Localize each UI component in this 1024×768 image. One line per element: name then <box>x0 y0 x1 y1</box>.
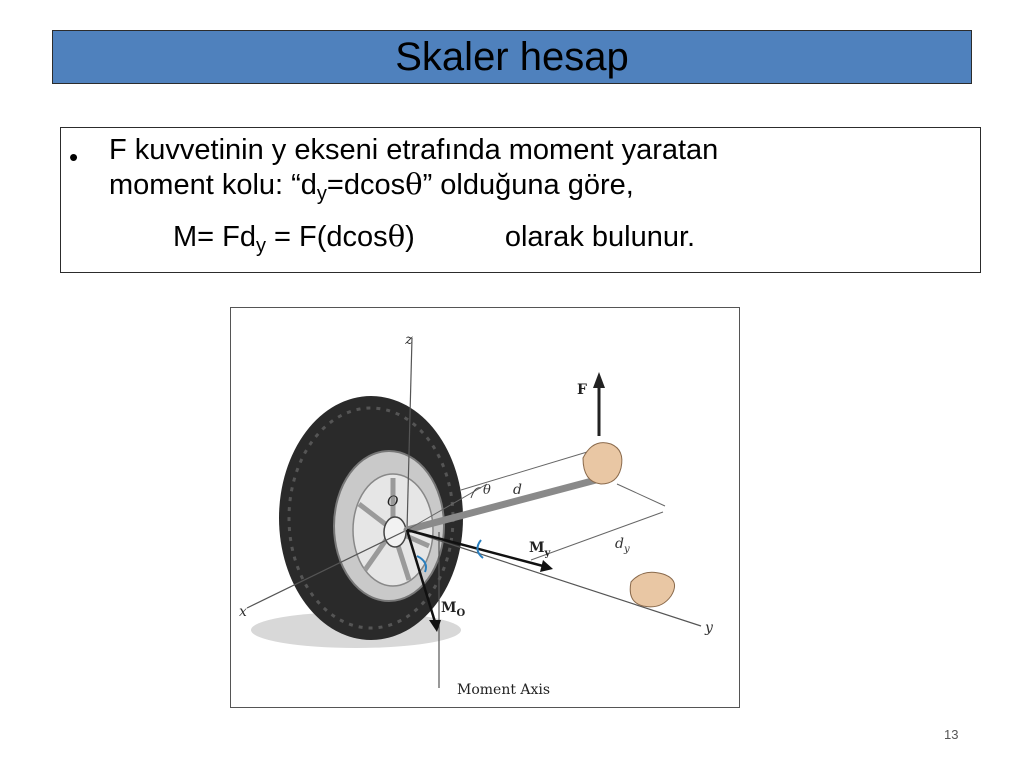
bullet-icon: • <box>69 142 79 172</box>
page-number: 13 <box>944 727 959 742</box>
theta-symbol: θ <box>405 167 423 201</box>
equation-text-b: = F(dcos <box>266 221 388 253</box>
wheel-moment-figure: z x y θ d dy F O My <box>230 307 740 708</box>
d-dimension-line <box>460 445 608 491</box>
bullet-text-1: F kuvvetinin y ekseni etrafında moment y… <box>109 134 719 166</box>
dy-dimension-line <box>530 511 664 561</box>
y-axis-label: y <box>704 620 714 636</box>
bullet-text-2a: moment kolu: “d <box>109 169 317 201</box>
My-rotation-icon <box>476 539 484 559</box>
pointing-hand-icon <box>629 571 676 608</box>
bullet-text-2b: =dcos <box>326 169 406 201</box>
dy-label: dy <box>615 536 630 555</box>
bullet-line-3: M= Fdy = F(dcosθ) olarak bulunur. <box>173 219 696 257</box>
slide-title-bar: Skaler hesap <box>52 30 972 84</box>
dy-extension-line <box>616 483 666 507</box>
equation-result-text: olarak bulunur. <box>504 221 696 253</box>
bullet-line-2: moment kolu: “dy=dcosθ” olduğuna göre, <box>109 167 634 205</box>
Mo-rotation-icon <box>416 555 427 573</box>
force-arrow-head <box>593 372 605 388</box>
y-axis <box>406 529 702 627</box>
equation-text-a: M= Fd <box>173 221 256 253</box>
x-axis <box>246 529 408 609</box>
content-box: • F kuvvetinin y ekseni etrafında moment… <box>60 127 981 273</box>
subscript-y: y <box>316 183 327 205</box>
slide-title: Skaler hesap <box>395 35 629 79</box>
hand-on-wrench-icon <box>582 442 623 485</box>
Mo-vector <box>405 529 437 623</box>
My-label: My <box>529 540 552 559</box>
theta-symbol: θ <box>387 219 406 253</box>
moment-axis-label: Moment Axis <box>457 682 550 698</box>
theta-label: θ <box>483 483 491 498</box>
wrench-icon <box>403 472 615 534</box>
d-label: d <box>513 482 522 498</box>
x-axis-label: x <box>239 604 247 620</box>
subscript-y: y <box>256 235 266 257</box>
figure-diagram: z x y θ d dy F O My <box>239 332 714 698</box>
Mo-label: MO <box>441 600 466 619</box>
theta-arc <box>470 487 482 499</box>
origin-label: O <box>387 494 399 510</box>
Mo-arrow-head <box>429 620 441 632</box>
My-vector <box>406 528 544 568</box>
bullet-line-1: F kuvvetinin y ekseni etrafında moment y… <box>109 136 718 165</box>
equation-text-c: ) <box>405 221 415 253</box>
z-axis <box>406 337 413 531</box>
force-label: F <box>577 382 587 398</box>
z-axis-label: z <box>404 332 413 348</box>
My-arrow-head <box>540 560 553 572</box>
bullet-text-2c: ” olduğuna göre, <box>422 169 634 201</box>
